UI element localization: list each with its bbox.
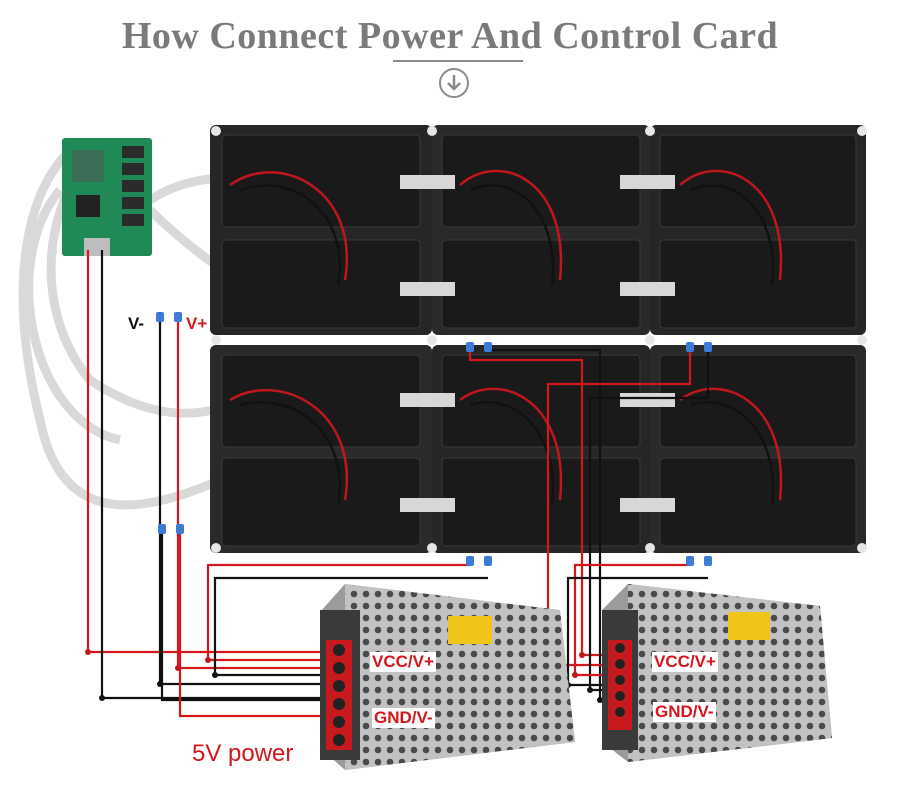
page-title: How Connect Power And Control Card	[121, 15, 779, 57]
led-panels	[210, 125, 867, 553]
panel-ribbons	[400, 175, 675, 512]
control-card	[62, 138, 152, 256]
panel-corner-marks	[211, 126, 867, 553]
panel-power-leads	[229, 169, 783, 506]
panel-inner-boards	[221, 134, 857, 547]
gnd-label-right: GND/V-	[653, 702, 716, 722]
v-plus-label: V+	[186, 314, 208, 333]
wire-terminals	[85, 312, 712, 703]
down-arrow-circle-icon	[439, 68, 469, 98]
title-underline	[393, 60, 523, 62]
v-minus-label: V-	[128, 314, 145, 333]
power-supply-right	[602, 584, 832, 762]
vcc-label-right: VCC/V+	[652, 652, 718, 672]
power-supply-left	[320, 584, 575, 770]
vcc-label-left: VCC/V+	[370, 652, 436, 672]
power-label: 5V power	[192, 740, 294, 767]
gnd-label-left: GND/V-	[372, 708, 435, 728]
